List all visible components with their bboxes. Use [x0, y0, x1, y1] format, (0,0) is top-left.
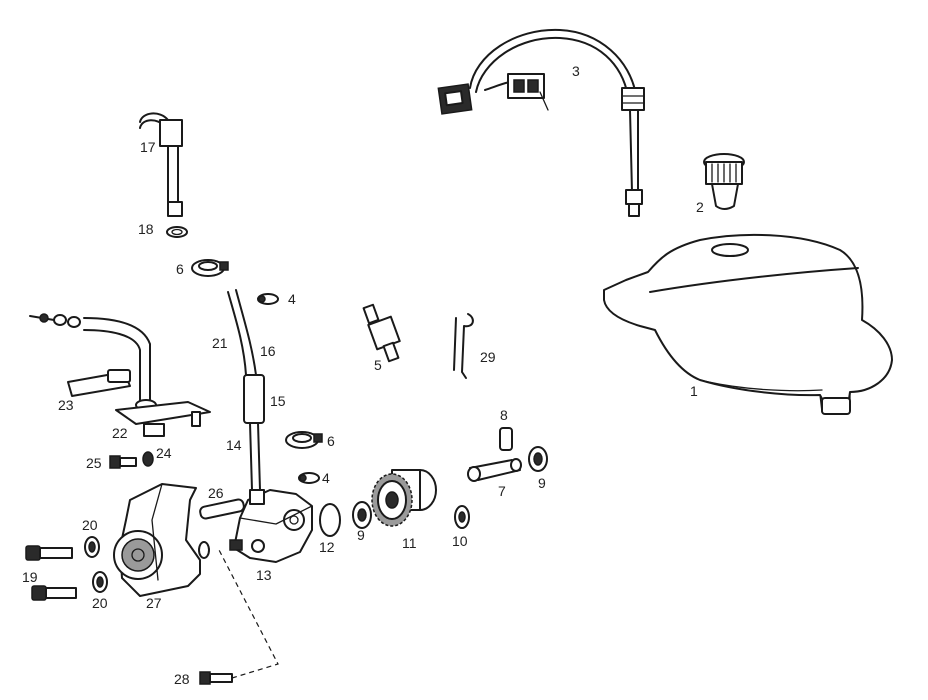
part-7-shaft — [467, 458, 522, 482]
part-8-pin — [499, 427, 513, 451]
label-8: 8 — [500, 407, 508, 423]
label-11: 11 — [402, 535, 417, 551]
part-17-oil-pipe — [139, 112, 183, 217]
part-9-washer-left — [352, 501, 372, 529]
label-14: 14 — [226, 437, 242, 453]
part-28-bolt — [199, 547, 279, 685]
label-9-right: 9 — [538, 475, 546, 491]
part-4-clip-upper — [257, 293, 279, 305]
label-9-left: 9 — [357, 527, 365, 543]
label-4-lower: 4 — [322, 470, 330, 486]
part-16-hose — [227, 289, 257, 376]
part-15-hose-sleeve — [243, 374, 265, 424]
part-25-bolt — [109, 455, 137, 469]
label-28: 28 — [174, 671, 190, 687]
part-12-o-ring — [319, 503, 341, 537]
label-13: 13 — [256, 567, 272, 583]
label-20-upper: 20 — [82, 517, 98, 533]
part-6-hose-clamp-upper — [191, 259, 229, 277]
part-4-clip-lower — [298, 472, 320, 484]
label-21: 21 — [212, 335, 228, 351]
part-1-oil-tank — [603, 233, 893, 415]
label-26: 26 — [208, 485, 224, 501]
label-15: 15 — [270, 393, 286, 409]
label-5: 5 — [374, 357, 382, 373]
part-29-spring-clip — [453, 313, 474, 379]
part-14-hose-lower — [249, 422, 261, 491]
label-23: 23 — [58, 397, 74, 413]
label-16: 16 — [260, 343, 276, 359]
label-2: 2 — [696, 199, 704, 215]
label-6-lower: 6 — [327, 433, 335, 449]
part-19-bolt-lower — [31, 585, 77, 601]
part-20-washer-lower — [92, 571, 108, 593]
part-19-bolt-upper — [25, 545, 73, 561]
part-24-washer — [142, 451, 154, 467]
part-26-pin — [199, 498, 245, 520]
label-1: 1 — [690, 383, 698, 399]
part-22-bracket-cable — [29, 313, 211, 437]
label-17: 17 — [140, 139, 156, 155]
part-2-tank-cap — [703, 153, 745, 210]
label-20-lower: 20 — [92, 595, 108, 611]
label-6-upper: 6 — [176, 261, 184, 277]
part-6-hose-clamp-lower — [285, 431, 323, 449]
part-13-oil-pump — [229, 489, 313, 563]
part-23-cable-end — [67, 369, 131, 397]
label-10: 10 — [452, 533, 468, 549]
label-7: 7 — [498, 483, 506, 499]
part-11-drive-gear — [371, 469, 437, 527]
part-9-washer-right — [528, 446, 548, 472]
part-5-connector — [362, 303, 401, 363]
label-18: 18 — [138, 221, 154, 237]
part-18-clip — [166, 226, 188, 238]
part-3-wiring-harness — [437, 28, 645, 217]
label-19: 19 — [22, 569, 38, 585]
label-12: 12 — [319, 539, 335, 555]
label-22: 22 — [112, 425, 128, 441]
callout-labels: 1 2 3 4 4 5 6 6 7 8 9 9 10 11 12 13 14 1… — [22, 63, 704, 687]
label-27: 27 — [146, 595, 162, 611]
label-29: 29 — [480, 349, 496, 365]
part-27-pump-cover — [113, 483, 210, 597]
label-3: 3 — [572, 63, 580, 79]
label-4-upper: 4 — [288, 291, 296, 307]
part-20-washer-upper — [84, 536, 100, 558]
part-10-washer — [454, 505, 470, 529]
label-25: 25 — [86, 455, 102, 471]
label-24: 24 — [156, 445, 172, 461]
